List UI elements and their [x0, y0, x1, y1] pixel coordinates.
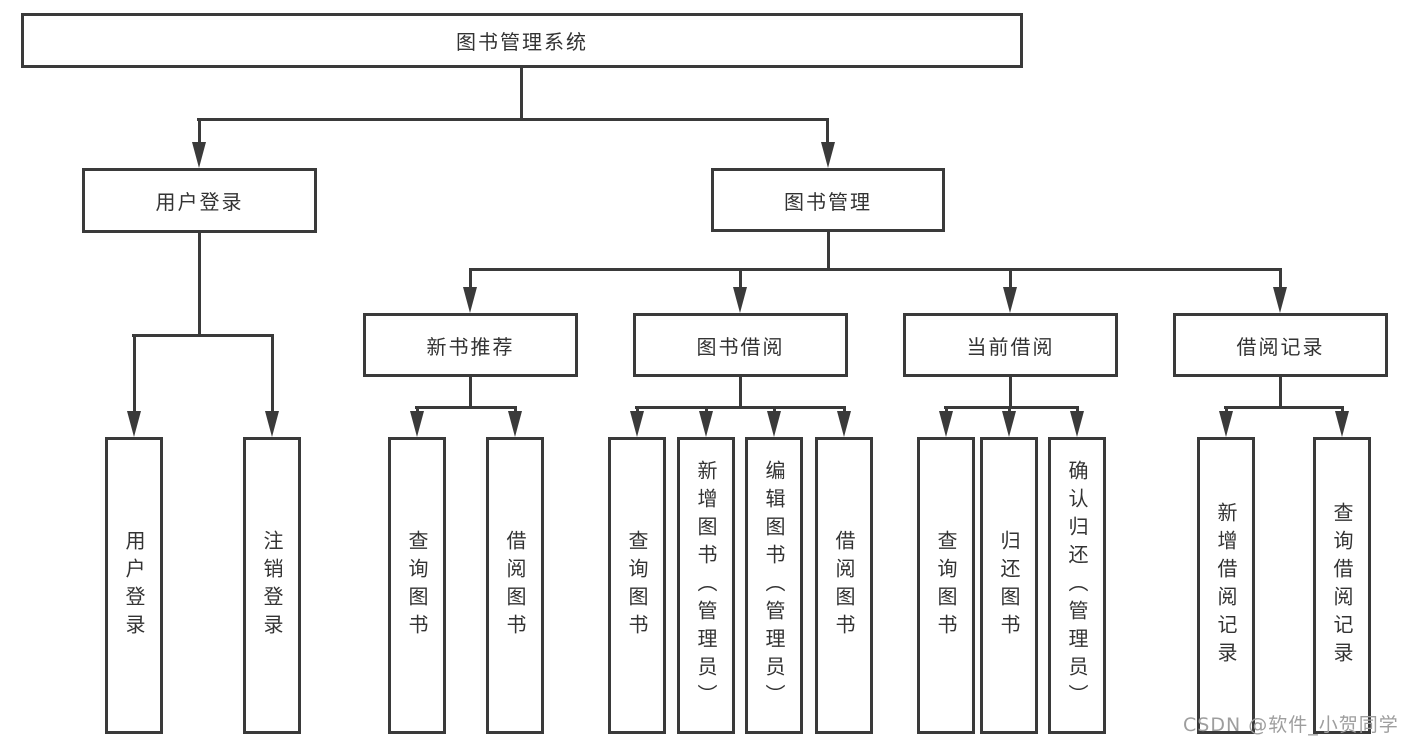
- connector-current-borrow-stem: [1009, 377, 1012, 407]
- connector-stub: [1341, 406, 1344, 414]
- arrow-down-icon: [767, 411, 781, 437]
- connector-stub: [1008, 406, 1011, 414]
- connector-borrow-records-stem: [1279, 377, 1282, 407]
- connector-drop-leaf-user-login: [133, 334, 136, 413]
- connector-drop-current-borrow: [1009, 268, 1012, 289]
- node-borrow-records: 借阅记录: [1173, 313, 1388, 377]
- arrow-down-icon: [410, 411, 424, 437]
- leaf-confirm-return-admin: 确认归还（管理员）: [1048, 437, 1106, 734]
- connector-stub: [843, 406, 846, 414]
- node-library-system: 图书管理系统: [21, 13, 1023, 68]
- node-user-login: 用户登录: [82, 168, 317, 233]
- leaf-borrow-books-recommend: 借阅图书: [486, 437, 544, 734]
- connector-stub: [514, 406, 517, 414]
- leaf-logout: 注销登录: [243, 437, 301, 734]
- arrow-down-icon: [1070, 411, 1084, 437]
- leaf-query-borrow-record: 查询借阅记录: [1313, 437, 1371, 734]
- leaf-borrow-books: 借阅图书: [815, 437, 873, 734]
- connector-drop-user-login: [198, 118, 201, 145]
- leaf-add-book-admin: 新增图书（管理员）: [677, 437, 735, 734]
- arrow-down-icon: [939, 411, 953, 437]
- connector-drop-book-management: [826, 118, 829, 145]
- arrow-down-icon: [837, 411, 851, 437]
- leaf-edit-book-admin: 编辑图书（管理员）: [745, 437, 803, 734]
- arrow-down-icon: [699, 411, 713, 437]
- connector-borrow-records-branch: [1224, 406, 1343, 409]
- node-new-book-recommend: 新书推荐: [363, 313, 578, 377]
- arrow-down-icon: [192, 142, 206, 168]
- connector-book-borrow-branch: [635, 406, 845, 409]
- csdn-watermark: CSDN @软件_小贺同学: [1183, 714, 1399, 736]
- connector-stub: [945, 406, 948, 414]
- connector-drop-borrow-records: [1279, 268, 1282, 289]
- arrow-down-icon: [733, 287, 747, 313]
- connector-stub: [773, 406, 776, 414]
- connector-book-borrow-stem: [739, 377, 742, 407]
- node-current-borrow: 当前借阅: [903, 313, 1118, 377]
- leaf-add-borrow-record: 新增借阅记录: [1197, 437, 1255, 734]
- connector-drop-book-borrow: [739, 268, 742, 289]
- connector-current-borrow-branch: [944, 406, 1078, 409]
- connector-stub: [1225, 406, 1228, 414]
- connector-stub: [636, 406, 639, 414]
- node-book-management: 图书管理: [711, 168, 945, 232]
- connector-stub: [705, 406, 708, 414]
- arrow-down-icon: [1335, 411, 1349, 437]
- arrow-down-icon: [1219, 411, 1233, 437]
- leaf-query-books-borrow: 查询图书: [608, 437, 666, 734]
- arrow-down-icon: [127, 411, 141, 437]
- connector-level3-branch: [469, 268, 1282, 271]
- connector-book-management-stem: [827, 232, 830, 270]
- leaf-user-login: 用户登录: [105, 437, 163, 734]
- connector-user-login-stem: [198, 233, 201, 336]
- leaf-return-book: 归还图书: [980, 437, 1038, 734]
- node-book-borrow: 图书借阅: [633, 313, 848, 377]
- connector-drop-new-book: [469, 268, 472, 289]
- connector-new-book-branch: [415, 406, 516, 409]
- arrow-down-icon: [630, 411, 644, 437]
- connector-level2-branch: [197, 118, 829, 121]
- connector-root-stem: [520, 68, 523, 118]
- arrow-down-icon: [821, 142, 835, 168]
- arrow-down-icon: [265, 411, 279, 437]
- connector-stub: [416, 406, 419, 414]
- connector-drop-leaf-logout: [271, 334, 274, 413]
- arrow-down-icon: [508, 411, 522, 437]
- arrow-down-icon: [1002, 411, 1016, 437]
- connector-stub: [1076, 406, 1079, 414]
- connector-new-book-stem: [469, 377, 472, 407]
- arrow-down-icon: [1273, 287, 1287, 313]
- arrow-down-icon: [463, 287, 477, 313]
- leaf-query-books-recommend: 查询图书: [388, 437, 446, 734]
- arrow-down-icon: [1003, 287, 1017, 313]
- leaf-query-books-current: 查询图书: [917, 437, 975, 734]
- connector-user-login-branch: [132, 334, 273, 337]
